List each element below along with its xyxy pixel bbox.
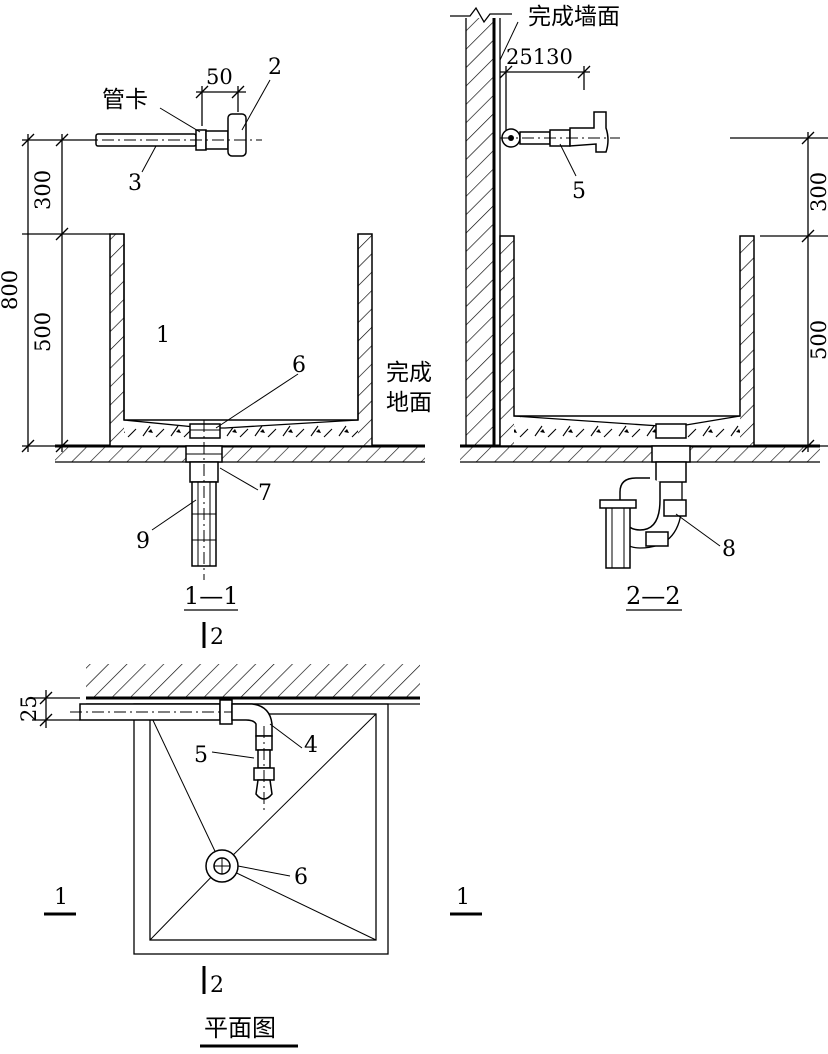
plan-dim-25-text: 25 xyxy=(17,695,41,722)
plan-sink-outer xyxy=(133,703,389,955)
plan-drain xyxy=(205,849,239,883)
plan-dim-25 xyxy=(32,690,80,728)
dim-300-right: 300 xyxy=(807,172,828,212)
floor-slab-left xyxy=(55,444,425,463)
section-mark-1-left: 1 xyxy=(54,885,68,910)
section-1-1: 管卡 50 2 3 1 6 7 9 完成 地面 300 500 800 1—1 … xyxy=(0,55,432,650)
faucet-right xyxy=(500,111,620,153)
pipe-clamp-label: 管卡 xyxy=(102,87,148,113)
callout-9: 9 xyxy=(136,529,150,554)
dim-300-left: 300 xyxy=(31,170,55,210)
finished-wall-label: 完成墙面 xyxy=(528,4,620,30)
callout-6-section: 6 xyxy=(292,353,306,378)
callout-5-section: 5 xyxy=(572,179,586,204)
dim-800: 800 xyxy=(0,270,22,310)
callout-1: 1 xyxy=(156,323,170,348)
dim-50: 50 xyxy=(206,65,233,89)
section-mark-2-bottom: 2 xyxy=(210,973,224,998)
section-label-2-2: 2—2 xyxy=(626,582,681,610)
plan-view: 25 4 5 6 1 1 2 平面图 xyxy=(17,664,482,1048)
dim-500-left: 500 xyxy=(31,312,55,352)
sink-body-right xyxy=(499,235,755,447)
floor-slab-right xyxy=(460,444,820,463)
supply-pipe-left xyxy=(80,113,262,157)
plan-supply-pipe xyxy=(70,699,275,810)
dim-500-right: 500 xyxy=(807,320,828,360)
section-mark-1-right: 1 xyxy=(456,885,470,910)
sink-body-left xyxy=(109,233,373,447)
finished-floor-label-2: 地面 xyxy=(386,390,432,416)
callout-8: 8 xyxy=(722,537,736,562)
callout-7: 7 xyxy=(258,481,272,506)
drain-pipe-left xyxy=(191,420,217,580)
callout-3: 3 xyxy=(128,171,142,196)
callout-2: 2 xyxy=(268,55,282,80)
wall-right xyxy=(450,6,512,446)
dimensions-left xyxy=(21,85,246,453)
leaders-left xyxy=(141,79,299,531)
plan-view-title: 平面图 xyxy=(204,1014,276,1042)
callout-5-plan: 5 xyxy=(194,743,208,768)
drain-trap-right xyxy=(599,423,691,569)
plan-wall xyxy=(86,664,420,705)
section-mark-2-top: 2 xyxy=(210,625,224,650)
dimensions-right xyxy=(499,65,828,453)
callout-4: 4 xyxy=(304,733,318,758)
section-label-1-1: 1—1 xyxy=(184,582,239,610)
callout-6-plan: 6 xyxy=(294,865,308,890)
finished-floor-label-1: 完成 xyxy=(386,360,432,386)
dim-25-130: 25130 xyxy=(506,45,573,69)
section-2-2: 完成墙面 25130 5 8 300 500 2—2 xyxy=(450,4,828,611)
